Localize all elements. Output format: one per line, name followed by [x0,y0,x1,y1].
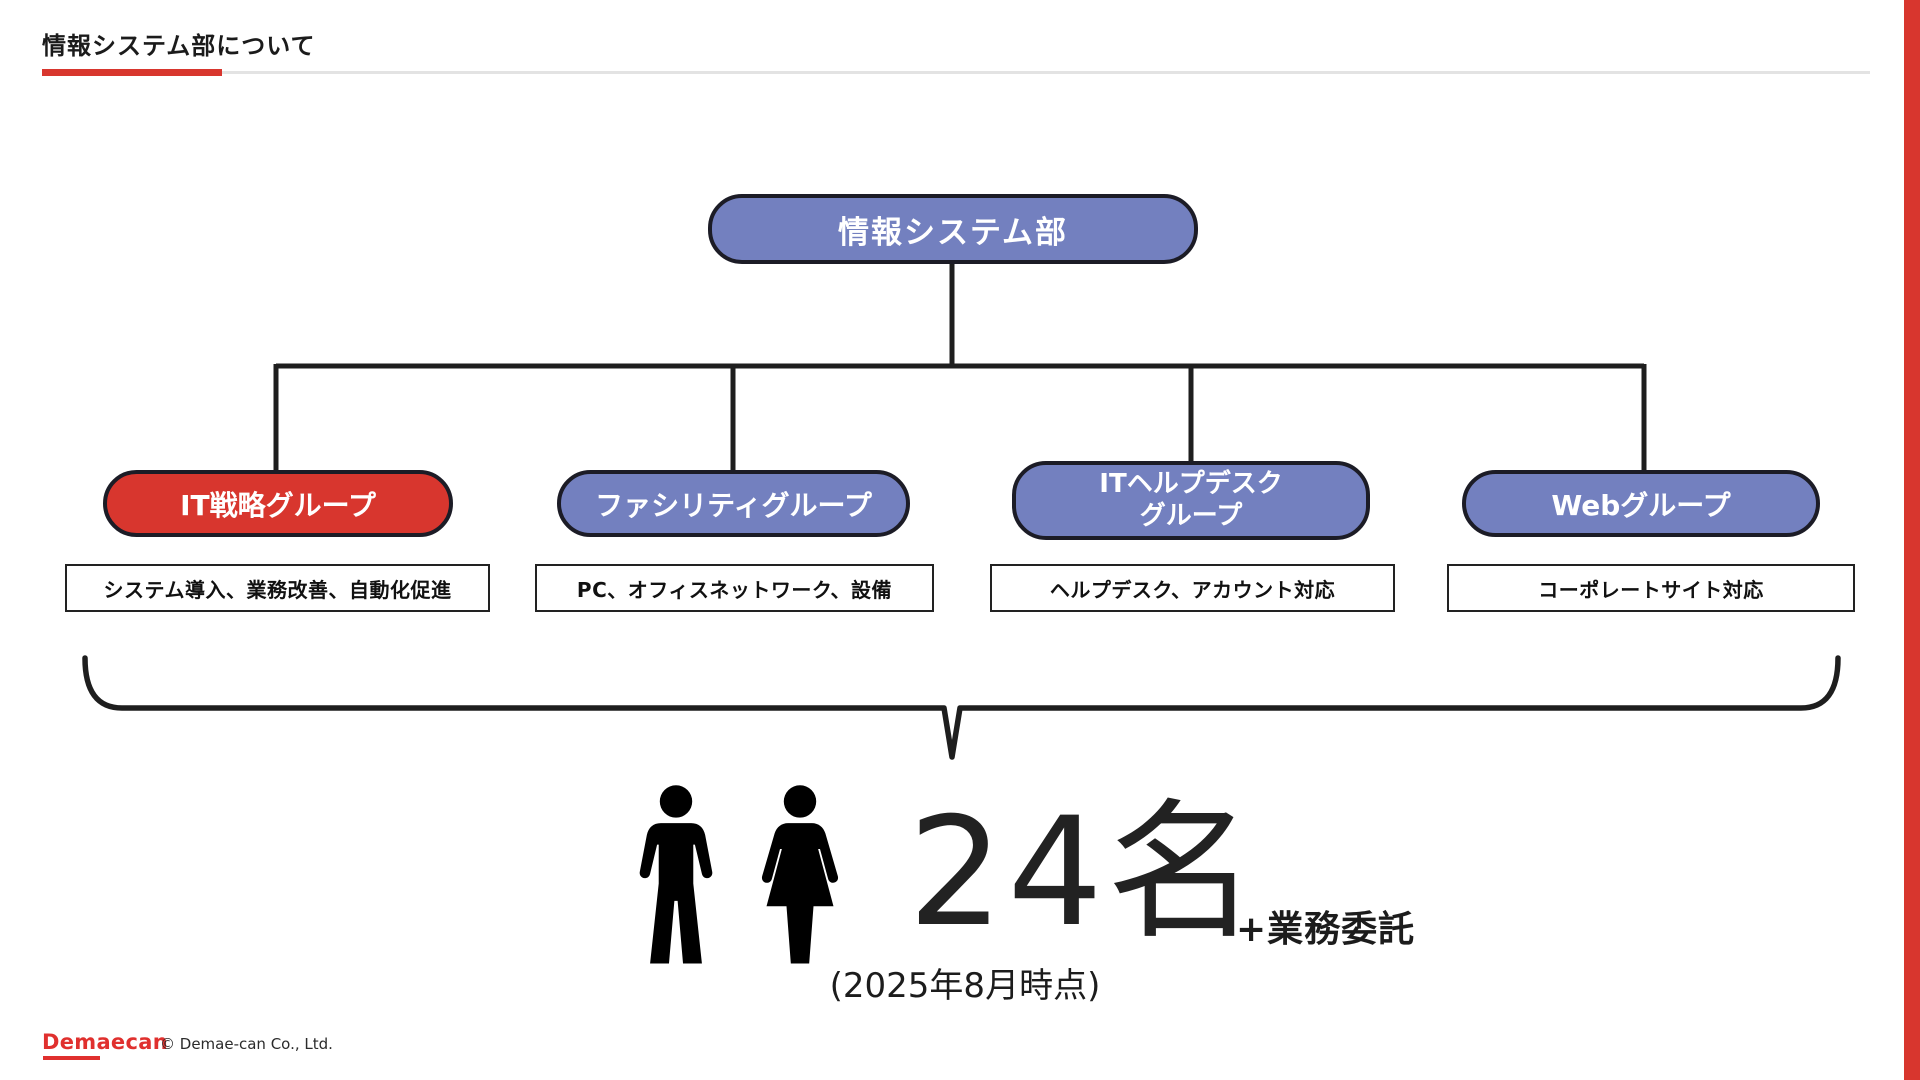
right-accent-band [1904,0,1920,1080]
org-box-it-strategy-group: IT戦略グループ [103,470,453,537]
demaecan-logo-underline [43,1056,100,1060]
title-rule [42,71,1870,74]
group-description: システム導入、業務改善、自動化促進 [65,564,490,612]
org-box-root: 情報システム部 [708,194,1198,264]
female-person-icon [761,785,839,964]
headcount-value: 24名 [908,786,1261,960]
title-accent-bar [42,69,222,76]
headcount-as-of-date: (2025年8月時点) [829,966,1101,1006]
org-tree-connectors [273,262,1647,472]
male-person-icon [639,785,713,964]
headcount-addition: +業務委託 [1236,909,1416,950]
copyright-text: © Demae-can Co., Ltd. [160,1035,333,1053]
org-box-facility-group: ファシリティグループ [557,470,910,537]
page-title: 情報システム部について [42,32,316,60]
org-box-it-helpdesk-group: ITヘルプデスク グループ [1012,461,1370,540]
demaecan-logo: Demaecan [42,1030,168,1054]
group-description: ヘルプデスク、アカウント対応 [990,564,1395,612]
people-pictograms [622,784,854,968]
group-description: PC、オフィスネットワーク、設備 [535,564,934,612]
curly-brace [82,655,1841,760]
group-description: コーポレートサイト対応 [1447,564,1855,612]
org-box-web-group: Webグループ [1462,470,1820,537]
